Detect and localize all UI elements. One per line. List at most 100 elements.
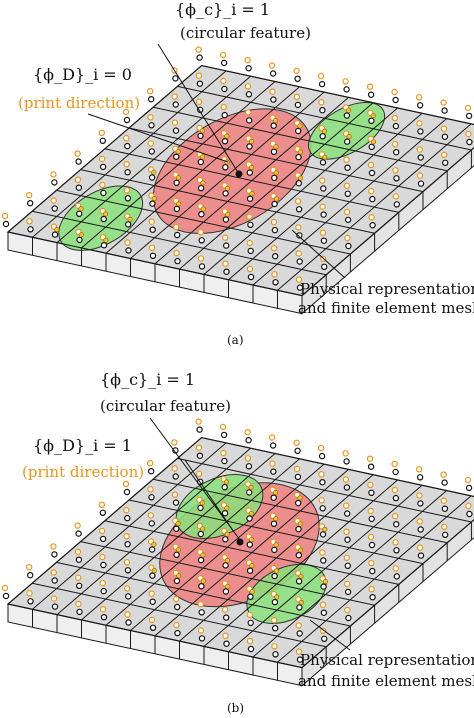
node-orange bbox=[368, 187, 375, 195]
grid-line bbox=[32, 582, 327, 648]
node-orange bbox=[146, 460, 154, 467]
phi-c-note-a: (circular feature) bbox=[180, 24, 311, 42]
node-orange bbox=[391, 88, 398, 96]
node-orange bbox=[147, 140, 154, 147]
node-black bbox=[27, 572, 34, 579]
node-black bbox=[344, 536, 351, 543]
node-black bbox=[245, 463, 253, 470]
node-black bbox=[345, 242, 352, 250]
node-black bbox=[246, 169, 253, 176]
node-orange bbox=[123, 134, 130, 142]
node-orange bbox=[319, 229, 327, 236]
node-orange bbox=[244, 429, 251, 436]
node-black bbox=[75, 158, 82, 165]
node-black bbox=[466, 138, 473, 146]
node-orange bbox=[197, 255, 205, 262]
node-black bbox=[441, 479, 448, 486]
node-black bbox=[295, 179, 302, 187]
node-orange bbox=[246, 239, 253, 247]
leader-direction-a bbox=[87, 113, 229, 163]
node-black bbox=[75, 582, 83, 590]
element-centroid bbox=[224, 505, 230, 511]
node-black bbox=[173, 231, 181, 239]
grid-line bbox=[80, 169, 375, 234]
node-orange bbox=[295, 648, 303, 655]
element-centroid bbox=[224, 479, 230, 485]
node-orange bbox=[367, 533, 375, 541]
element-centroid bbox=[297, 495, 303, 501]
node-black bbox=[269, 442, 277, 449]
node-black bbox=[393, 148, 400, 156]
node-orange bbox=[342, 450, 349, 457]
element-centroid bbox=[176, 573, 182, 579]
node-orange bbox=[440, 471, 447, 478]
feature-center-a bbox=[235, 170, 243, 178]
node-orange bbox=[221, 234, 229, 241]
node-black bbox=[172, 499, 180, 506]
node-orange bbox=[1, 584, 9, 592]
node-black bbox=[220, 59, 228, 67]
node-orange bbox=[295, 622, 302, 629]
node-orange bbox=[173, 249, 180, 257]
node-black bbox=[295, 552, 302, 559]
grid-line bbox=[201, 65, 474, 126]
node-black bbox=[442, 531, 449, 539]
element-centroid bbox=[273, 542, 279, 548]
node-black bbox=[343, 458, 350, 465]
node-orange bbox=[271, 643, 278, 650]
node-black bbox=[344, 190, 351, 197]
caption-a: (a) bbox=[227, 333, 244, 347]
node-black bbox=[198, 609, 205, 616]
grid-line bbox=[104, 520, 399, 585]
node-orange bbox=[317, 72, 325, 80]
node-black bbox=[222, 588, 230, 595]
node-black bbox=[147, 468, 155, 475]
node-black bbox=[222, 242, 230, 249]
node-black bbox=[148, 148, 155, 155]
node-orange bbox=[416, 518, 423, 525]
element-centroid bbox=[248, 138, 254, 144]
node-orange bbox=[123, 585, 131, 592]
node-black bbox=[221, 510, 229, 517]
element-centroid bbox=[175, 175, 181, 181]
node-orange bbox=[195, 72, 203, 79]
node-orange bbox=[270, 218, 278, 226]
node-orange bbox=[195, 470, 203, 477]
node-black bbox=[343, 484, 351, 491]
element-centroid bbox=[151, 541, 157, 547]
node-orange bbox=[392, 167, 399, 174]
grid-line bbox=[32, 210, 327, 276]
node-black bbox=[99, 163, 107, 171]
element-centroid bbox=[200, 552, 206, 558]
node-black bbox=[51, 603, 59, 610]
node-orange bbox=[98, 527, 106, 535]
grid-line bbox=[153, 478, 448, 544]
node-black bbox=[245, 64, 252, 72]
node-black bbox=[246, 567, 254, 574]
node-orange bbox=[343, 156, 350, 163]
node-orange bbox=[148, 244, 156, 251]
node-black bbox=[173, 551, 180, 559]
node-black bbox=[148, 546, 156, 553]
grid-line bbox=[56, 189, 351, 255]
node-orange bbox=[319, 549, 326, 556]
node-orange bbox=[146, 87, 154, 95]
node-orange bbox=[392, 193, 399, 200]
node-orange bbox=[147, 512, 154, 519]
node-orange bbox=[246, 265, 254, 273]
node-orange bbox=[368, 213, 375, 221]
node-black bbox=[173, 179, 180, 186]
element-centroid bbox=[200, 180, 206, 186]
node-black bbox=[99, 509, 107, 516]
node-black bbox=[271, 200, 278, 208]
node-black bbox=[173, 525, 180, 532]
node-black bbox=[271, 572, 278, 580]
node-orange bbox=[148, 590, 155, 597]
element-centroid bbox=[225, 211, 231, 217]
node-orange bbox=[318, 497, 325, 504]
node-orange bbox=[392, 539, 399, 546]
node-black bbox=[51, 231, 59, 238]
node-orange bbox=[367, 507, 374, 515]
node-orange bbox=[391, 460, 398, 468]
node-black bbox=[149, 572, 156, 579]
